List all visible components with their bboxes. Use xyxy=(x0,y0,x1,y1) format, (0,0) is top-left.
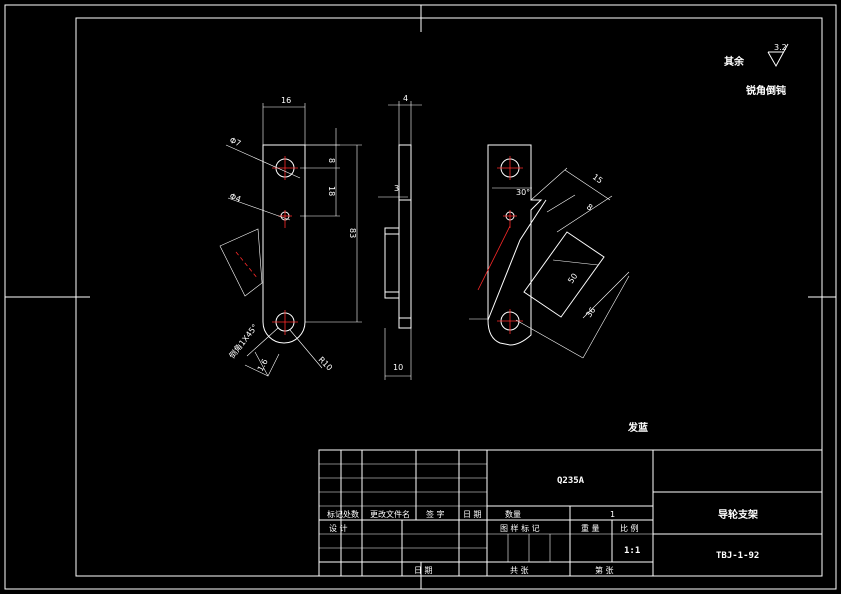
tb-rev-count: 处数 xyxy=(343,509,359,519)
tb-rev-mark: 标记 xyxy=(327,509,343,519)
dim-r10: R10 xyxy=(317,355,335,373)
rotated-view: 30° 15 8 50 36 xyxy=(469,144,630,359)
dim-rot-15: 15 xyxy=(591,172,605,185)
finish-note: 发蓝 xyxy=(627,421,648,434)
tb-design: 设 计 xyxy=(329,523,348,533)
dim-hole-mid: Φ4 xyxy=(228,192,242,205)
dim-83: 83 xyxy=(348,228,357,238)
rough-1-6: 1.6 xyxy=(256,357,270,372)
tb-rev-date: 日 期 xyxy=(463,510,482,519)
tb-weight: 重 量 xyxy=(581,523,600,533)
dim-angle-30: 30° xyxy=(516,188,530,197)
tb-sheet-total: 共 张 xyxy=(510,566,529,575)
edge-note: 锐角倒钝 xyxy=(746,84,786,97)
tb-date: 日 期 xyxy=(414,566,433,575)
tb-rev-sign: 签 字 xyxy=(426,509,445,519)
tb-quantity-label: 数量 xyxy=(505,509,521,519)
dim-18: 18 xyxy=(327,186,336,196)
front-view: 16 Φ7 Φ4 8 18 83 R10 倒角1X45° 1.6 xyxy=(219,96,362,377)
dim-front-width: 16 xyxy=(281,96,291,105)
title-block: 标记 处数 更改文件名 签 字 日 期 设 计 日 期 Q235A 数量 1 图… xyxy=(318,449,823,577)
dim-rot-8: 8 xyxy=(585,202,594,212)
outer-border xyxy=(4,4,837,590)
roughness-label: 其余 xyxy=(724,55,745,68)
roughness-value: 3.2 xyxy=(774,43,787,52)
dim-rot-36: 36 xyxy=(584,306,597,320)
dim-side-width: 4 xyxy=(403,94,408,103)
dim-side-3: 3 xyxy=(394,184,399,193)
tb-material: Q235A xyxy=(557,476,585,486)
tb-sheet-no: 第 张 xyxy=(595,565,614,575)
roughness-symbol-icon xyxy=(767,43,789,68)
side-view: 4 3 10 xyxy=(378,94,422,380)
dim-8: 8 xyxy=(327,158,336,163)
tb-rev-doc: 更改文件名 xyxy=(370,509,410,519)
tb-quantity: 1 xyxy=(610,510,615,519)
dim-chamfer: 倒角1X45° xyxy=(227,322,260,360)
dim-side-10: 10 xyxy=(393,363,403,372)
tb-drawing-no: TBJ-1-92 xyxy=(716,551,759,561)
dim-rot-50: 50 xyxy=(566,272,579,286)
dim-hole-top: Φ7 xyxy=(228,136,242,149)
tb-part-name: 导轮支架 xyxy=(718,508,758,521)
tb-stage-mark: 图 样 标 记 xyxy=(500,523,540,533)
tb-ratio: 比 例 xyxy=(620,523,639,533)
tb-scale: 1:1 xyxy=(624,546,640,556)
